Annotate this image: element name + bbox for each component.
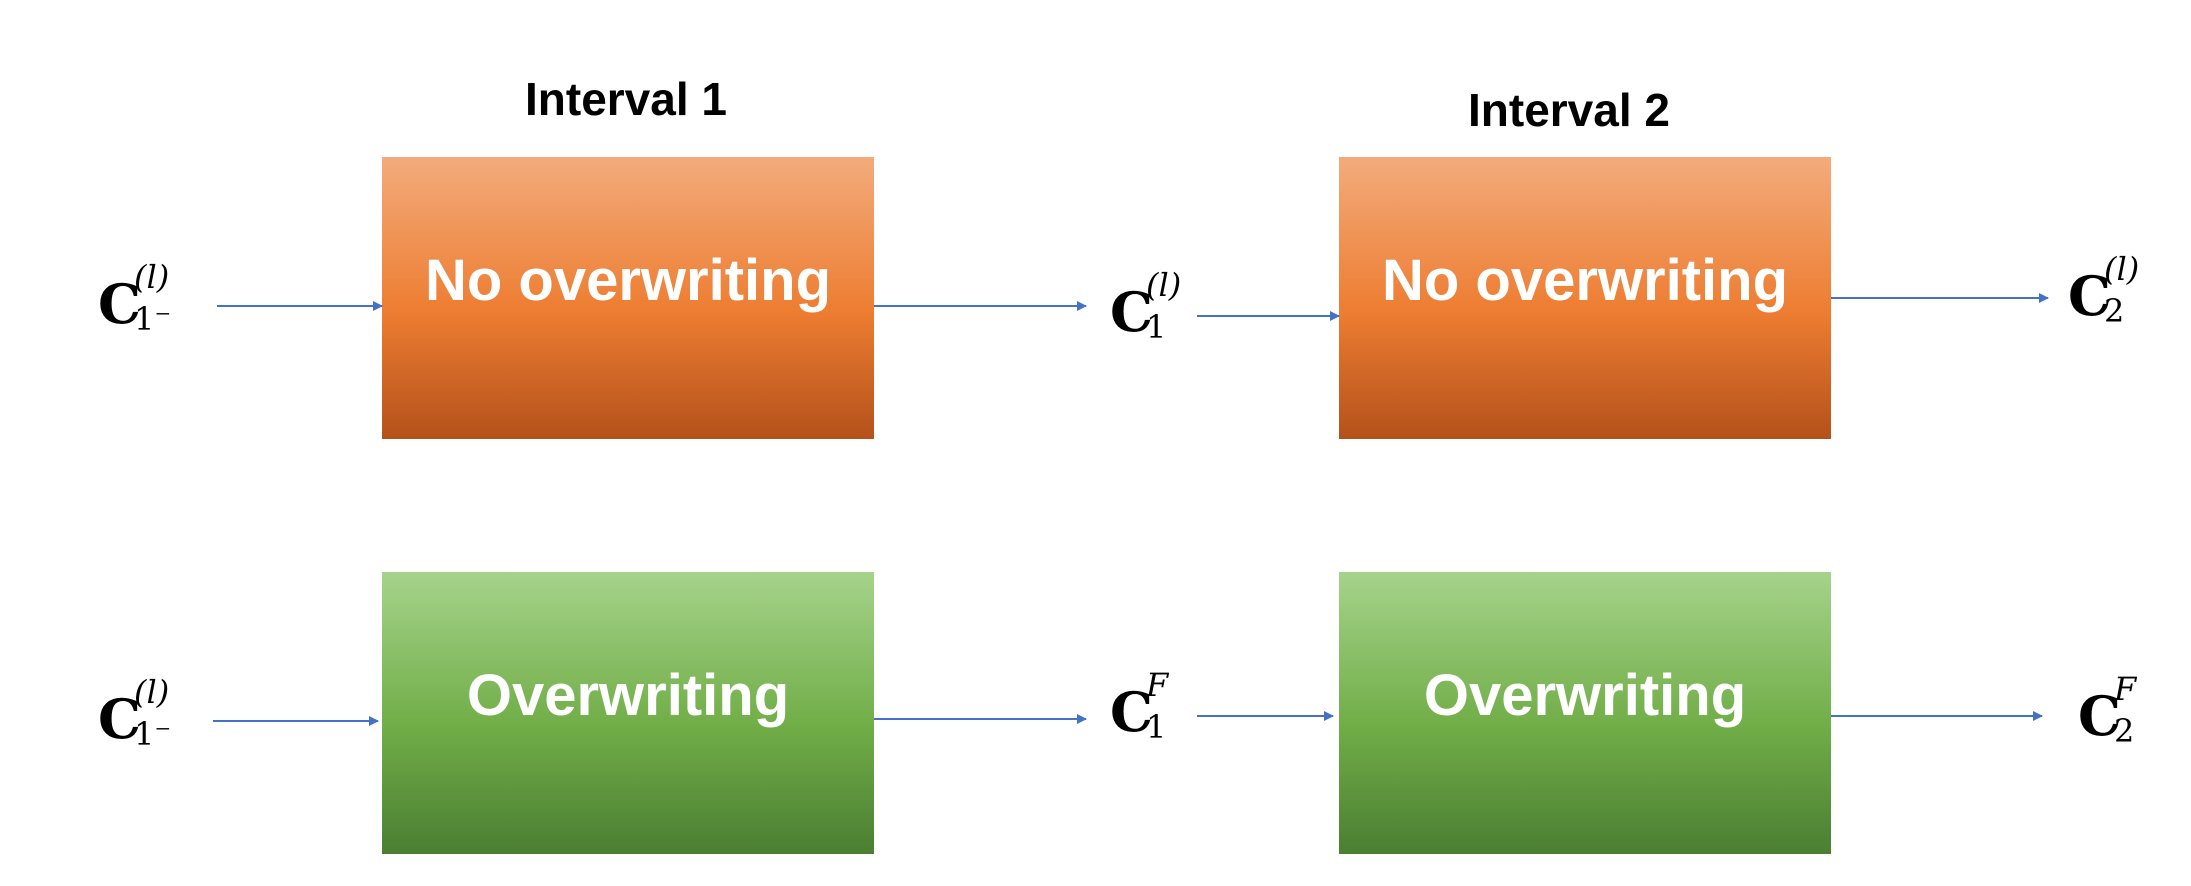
var-base: C bbox=[1110, 680, 1153, 744]
var-base: C bbox=[2078, 684, 2121, 748]
var-subscript: 1 bbox=[1146, 308, 1167, 346]
var-subscript: 1 bbox=[1146, 708, 1167, 746]
no-overwriting-box-interval-1: No overwriting bbox=[382, 157, 874, 439]
var-superscript: (l) bbox=[2104, 250, 2140, 288]
var-subscript: 2 bbox=[2114, 712, 2135, 750]
var-superscript: (l) bbox=[134, 258, 170, 296]
var-subscript: 1⁻ bbox=[134, 715, 172, 753]
no-overwriting-box-interval-2: No overwriting bbox=[1339, 157, 1831, 439]
box-label: No overwriting bbox=[424, 248, 832, 313]
var-superscript: (l) bbox=[1146, 266, 1182, 304]
overwriting-box-interval-1: Overwriting bbox=[382, 572, 874, 854]
var-base: C bbox=[98, 687, 141, 751]
box-label: Overwriting bbox=[1423, 663, 1747, 728]
var-base: C bbox=[2068, 264, 2111, 328]
var-subscript: 1⁻ bbox=[134, 300, 172, 338]
overwriting-box-interval-2: Overwriting bbox=[1339, 572, 1831, 854]
var-superscript: (l) bbox=[134, 673, 170, 711]
var-base: C bbox=[1110, 280, 1153, 344]
var-superscript: F bbox=[1146, 666, 1169, 704]
var-base: C bbox=[98, 272, 141, 336]
interval-2-title: Interval 2 bbox=[1468, 84, 1670, 136]
box-label: Overwriting bbox=[466, 663, 790, 728]
var-subscript: 2 bbox=[2104, 292, 2125, 330]
var-superscript: F bbox=[2114, 670, 2137, 708]
box-label: No overwriting bbox=[1381, 248, 1789, 313]
interval-1-title: Interval 1 bbox=[525, 73, 727, 125]
